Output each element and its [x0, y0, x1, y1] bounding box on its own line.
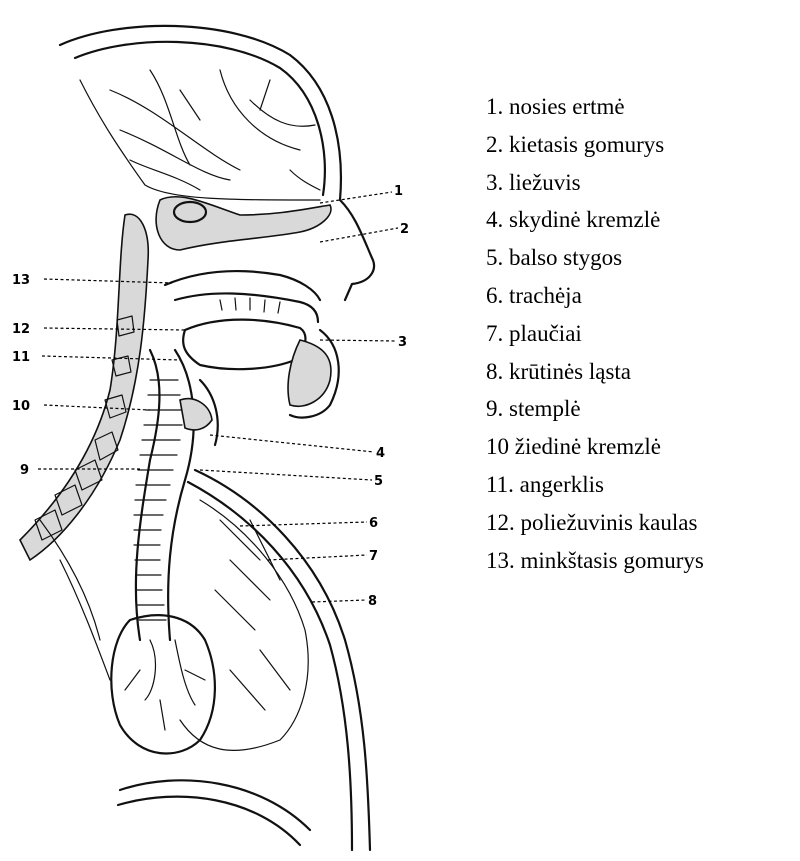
leader-6	[240, 522, 367, 526]
leader-12	[44, 328, 185, 330]
legend-item-1: 1. nosies ertmė	[486, 88, 704, 126]
legend-item-7: 7. plaučiai	[486, 315, 704, 353]
leader-lines	[38, 192, 398, 602]
callout-2: 2	[400, 222, 409, 237]
callout-3: 3	[398, 335, 407, 350]
legend-item-13: 13. minkštasis gomurys	[486, 542, 704, 580]
callout-5: 5	[374, 474, 383, 489]
leader-13	[44, 279, 172, 283]
leader-8	[312, 600, 366, 602]
leader-5	[200, 470, 372, 480]
callout-9: 9	[20, 463, 29, 478]
leader-1	[320, 192, 392, 203]
legend-item-11: 11. angerklis	[486, 466, 704, 504]
callout-4: 4	[376, 446, 385, 461]
callout-7: 7	[369, 549, 378, 564]
legend-item-5: 5. balso stygos	[486, 239, 704, 277]
callout-13: 13	[12, 273, 30, 288]
callout-12: 12	[12, 322, 30, 337]
leader-10	[44, 405, 150, 410]
leader-11	[42, 356, 180, 360]
legend-item-6: 6. trachėja	[486, 277, 704, 315]
callout-10: 10	[12, 399, 30, 414]
chest	[40, 470, 370, 850]
callout-8: 8	[368, 594, 377, 609]
legend-item-4: 4. skydinė kremzlė	[486, 201, 704, 239]
skull-and-brain	[60, 26, 374, 300]
legend-item-2: 2. kietasis gomurys	[486, 126, 704, 164]
legend-item-8: 8. krūtinės ląsta	[486, 353, 704, 391]
leader-4	[210, 435, 374, 452]
legend-item-3: 3. liežuvis	[486, 164, 704, 202]
legend-item-9: 9. stemplė	[486, 390, 704, 428]
legend-item-10: 10 žiedinė kremzlė	[486, 428, 704, 466]
callout-1: 1	[394, 184, 403, 199]
head-cavities	[156, 197, 339, 418]
legend-item-12: 12. poliežuvinis kaulas	[486, 504, 704, 542]
callout-6: 6	[369, 516, 378, 531]
legend: 1. nosies ertmė 2. kietasis gomurys 3. l…	[486, 88, 704, 579]
callout-11: 11	[12, 350, 30, 365]
